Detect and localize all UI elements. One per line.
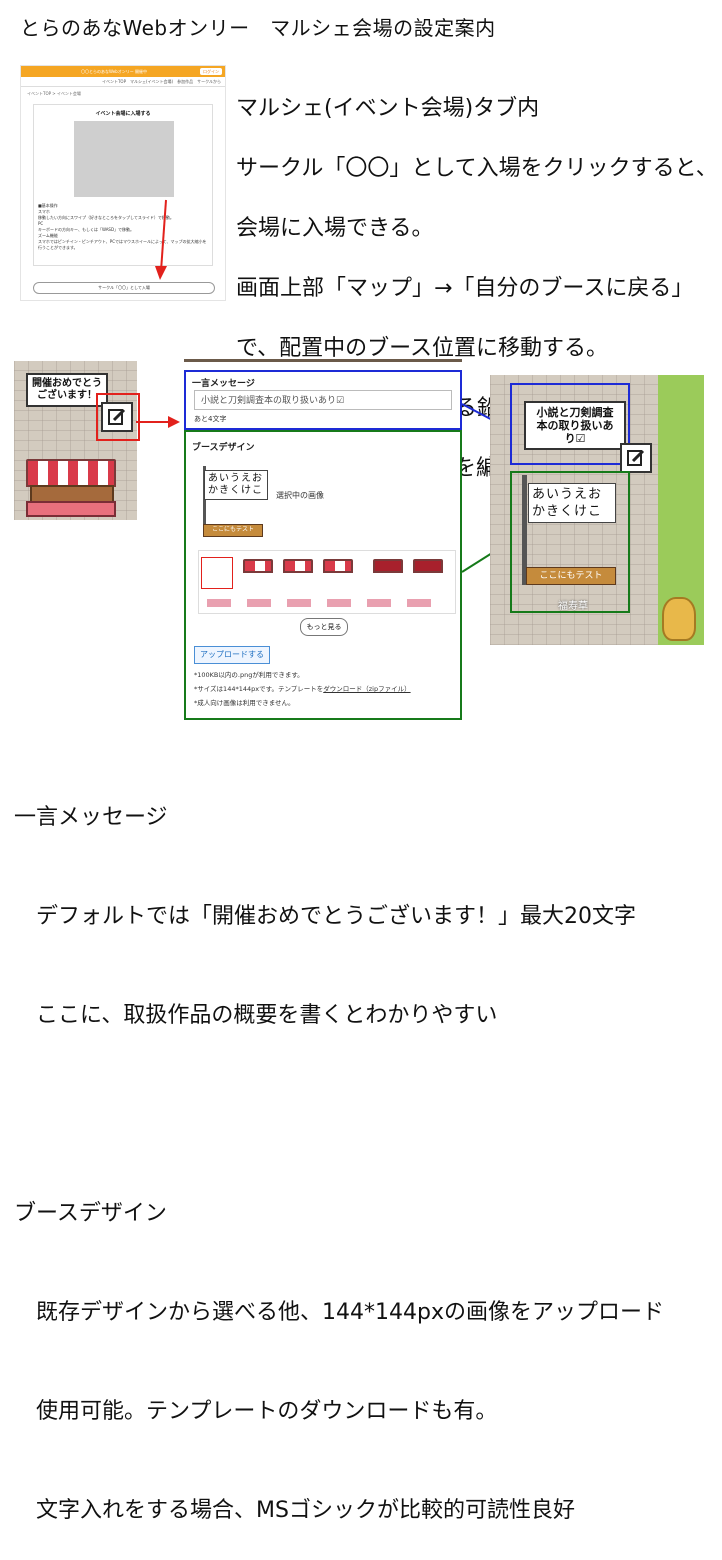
pencil-highlight-box — [96, 393, 140, 441]
right-booth-scene: 小説と刀剣調査 本の取り扱いあ り☑ あいうえお かきくけこ ここにもテスト 福… — [490, 375, 704, 645]
gallery-item[interactable] — [413, 559, 443, 573]
map-preview — [74, 121, 174, 197]
sign-bar: ここにもテスト — [203, 524, 263, 537]
explanation-line: 文字入れをする場合、MSゴシックが比較的可読性良好 — [14, 1498, 575, 1523]
event-card: イベント会場に入場する ■基本操作 スマホ 移動したい方向にスワイプ（好きなとこ… — [33, 104, 213, 266]
message-section: 一言メッセージ 小説と刀剣調査本の取り扱いあり☑ あと4文字 — [184, 370, 462, 430]
booth-edit-panel: 一言メッセージ 小説と刀剣調査本の取り扱いあり☑ あと4文字 ブースデザイン あ… — [184, 359, 462, 720]
message-heading: 一言メッセージ — [192, 379, 255, 389]
speech-bubble: 小説と刀剣調査 本の取り扱いあ り☑ — [524, 401, 626, 450]
intro-line: で、配置中のブース位置に移動する。 — [236, 336, 609, 361]
gallery-item-selected[interactable] — [201, 557, 233, 589]
explanation-line — [14, 1098, 664, 1131]
topbar-text: 〇〇とらのあなWebオンリー 開催中 — [81, 69, 147, 74]
intro-line: 画面上部「マップ」→「自分のブースに戻る」 — [236, 276, 694, 301]
gallery-item[interactable] — [243, 559, 273, 573]
design-highlight-box — [510, 471, 630, 613]
gallery-item[interactable] — [283, 559, 313, 573]
sign-preview: あいうえお かきくけこ — [204, 470, 268, 500]
message-input[interactable]: 小説と刀剣調査本の取り扱いあり☑ — [194, 390, 452, 410]
breadcrumb: イベントTOP > イベント会場 — [27, 91, 81, 96]
design-heading: ブースデザイン — [192, 443, 255, 453]
explanation-line: 一言メッセージ — [14, 805, 168, 830]
intro-line: マルシェ(イベント会場)タブ内 — [236, 96, 540, 121]
card-title: イベント会場に入場する — [95, 111, 151, 117]
login-button[interactable]: ログイン — [200, 68, 222, 75]
intro-line: 会場に入場できる。 — [236, 216, 434, 241]
page-title: とらのあなWebオンリー マルシェ会場の設定案内 — [20, 16, 496, 40]
event-page-screenshot: 〇〇とらのあなWebオンリー 開催中 ログイン イベントTOP マルシェ(イベン… — [20, 65, 226, 301]
pencil-icon[interactable] — [620, 443, 652, 473]
basic-operations: ■基本操作 スマホ 移動したい方向にスワイプ（好きなところをタップしてスライド）… — [38, 203, 207, 250]
speech-bubble: 開催おめでとう ございます！ — [26, 373, 108, 407]
explanation-line: ここに、取扱作品の概要を書くとわかりやすい — [14, 1003, 498, 1028]
design-section: ブースデザイン あいうえお かきくけこ ここにもテスト 選択中の画像 もっと見る… — [184, 430, 462, 720]
character-sprite — [662, 597, 696, 641]
pencil-icon[interactable] — [101, 402, 133, 432]
enter-venue-button[interactable]: サークル「〇〇」として入場 — [33, 282, 215, 294]
explanation-line: 使用可能。テンプレートのダウンロードも有。 — [14, 1399, 498, 1424]
sign-bar: ここにもテスト — [526, 567, 616, 585]
note-template: *サイズは144*144pxです。テンプレートをダウンロード（zipファイル） — [194, 685, 411, 693]
note-size: *100KB以内の.pngが利用できます。 — [194, 671, 304, 679]
panel-top-border — [184, 359, 462, 362]
gallery-row-2[interactable] — [207, 599, 443, 607]
template-download-link[interactable]: ダウンロード（zipファイル） — [323, 685, 411, 693]
message-highlight-box — [510, 383, 630, 465]
more-button[interactable]: もっと見る — [300, 618, 348, 636]
screenshot-topbar: 〇〇とらのあなWebオンリー 開催中 ログイン — [21, 66, 225, 77]
selected-label: 選択中の画像 — [276, 491, 324, 500]
screenshot-nav: イベントTOP マルシェ(イベント会場) 参加作品 サークルから — [21, 77, 225, 87]
left-booth-scene: 開催おめでとう ございます！ — [14, 361, 137, 520]
gallery-item[interactable] — [323, 559, 353, 573]
explanation-line: デフォルトでは「開催おめでとうございます！」最大20文字 — [14, 904, 636, 929]
upload-notes: *100KB以内の.pngが利用できます。 *サイズは144*144pxです。テ… — [194, 668, 411, 710]
gallery-item[interactable] — [373, 559, 403, 573]
explanation-line: 既存デザインから選べる他、144*144pxの画像をアップロード — [14, 1300, 664, 1325]
sign-display: あいうえお かきくけこ — [528, 483, 616, 523]
explanation-text: 一言メッセージ デフォルトでは「開催おめでとうございます！」最大20文字 ここに… — [14, 735, 664, 1560]
arrow-icon — [155, 199, 167, 280]
sign-pole — [203, 466, 206, 536]
booth-name-tag: 福寿草 — [558, 601, 588, 612]
design-gallery[interactable] — [198, 550, 456, 614]
upload-button[interactable]: アップロードする — [194, 646, 270, 664]
explanation-line: ブースデザイン — [14, 1201, 167, 1226]
note-adult: *成人向け画像は利用できません。 — [194, 699, 295, 707]
sign-pole — [522, 475, 527, 585]
stall-counter — [26, 501, 116, 517]
remaining-count: あと4文字 — [194, 415, 227, 423]
intro-line: サークル「〇〇」として入場をクリックすると、 — [236, 156, 718, 181]
